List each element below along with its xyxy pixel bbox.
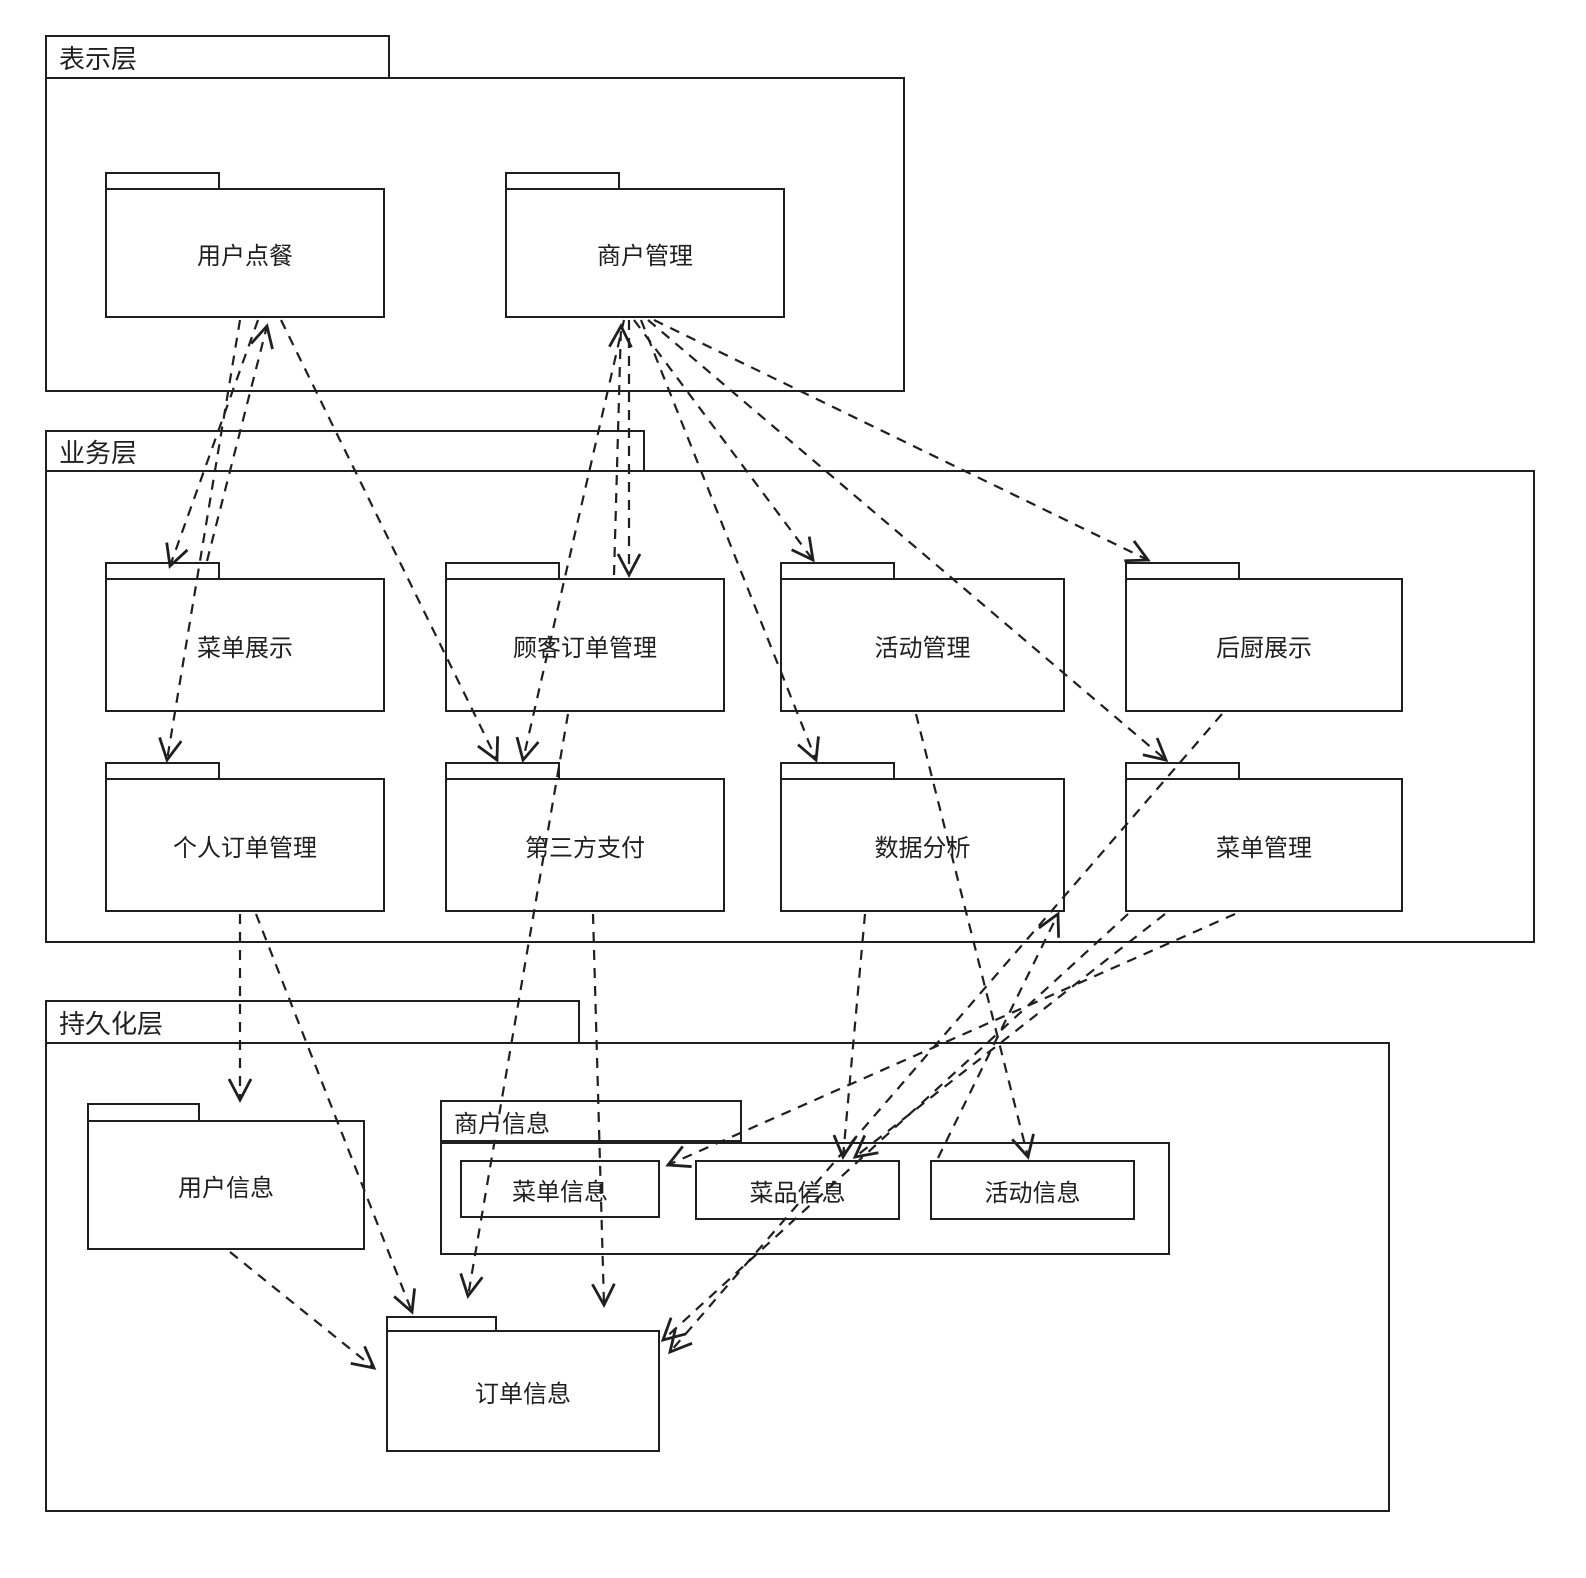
package-merchant-mgmt-label: 商户管理 <box>597 242 693 270</box>
package-menu-display: 菜单展示 <box>105 578 385 712</box>
package-kitchen-display-tab <box>1125 562 1240 578</box>
package-menu-mgmt-tab <box>1125 762 1240 778</box>
entity-dish-info-label: 菜品信息 <box>749 1179 846 1207</box>
package-personal-order-mgmt-label: 个人订单管理 <box>173 834 317 862</box>
layer-business-tab: 业务层 <box>45 430 645 472</box>
package-user-ordering-label: 用户点餐 <box>197 242 293 270</box>
package-order-info-tab <box>386 1316 497 1330</box>
package-merchant-mgmt: 商户管理 <box>505 188 785 318</box>
package-merchant-info-label: 商户信息 <box>454 1110 550 1138</box>
package-user-ordering: 用户点餐 <box>105 188 385 318</box>
package-kitchen-display: 后厨展示 <box>1125 578 1403 712</box>
package-personal-order-mgmt: 个人订单管理 <box>105 778 385 912</box>
entity-dish-info: 菜品信息 <box>695 1160 900 1220</box>
package-merchant-mgmt-tab <box>505 172 620 188</box>
package-merchant-info-tab: 商户信息 <box>440 1100 742 1142</box>
layer-presentation-label: 表示层 <box>59 43 138 74</box>
package-personal-order-mgmt-tab <box>105 762 220 778</box>
package-third-party-payment-label: 第三方支付 <box>525 834 645 862</box>
package-order-info-label: 订单信息 <box>475 1380 571 1408</box>
layer-business-label: 业务层 <box>59 437 138 468</box>
entity-activity-info-label: 活动信息 <box>984 1179 1081 1207</box>
package-activity-mgmt-tab <box>780 562 895 578</box>
package-menu-mgmt: 菜单管理 <box>1125 778 1403 912</box>
package-customer-order-mgmt-label: 顾客订单管理 <box>513 634 657 662</box>
package-third-party-payment-tab <box>445 762 560 778</box>
layer-persistence-tab: 持久化层 <box>45 1000 580 1044</box>
package-order-info: 订单信息 <box>386 1330 660 1452</box>
package-data-analysis: 数据分析 <box>780 778 1065 912</box>
package-activity-mgmt-label: 活动管理 <box>874 634 971 662</box>
package-user-info: 用户信息 <box>87 1120 365 1250</box>
entity-menu-info: 菜单信息 <box>460 1160 660 1218</box>
package-customer-order-mgmt: 顾客订单管理 <box>445 578 725 712</box>
package-menu-display-label: 菜单展示 <box>197 634 293 662</box>
package-third-party-payment: 第三方支付 <box>445 778 725 912</box>
package-data-analysis-tab <box>780 762 895 778</box>
package-user-info-label: 用户信息 <box>178 1174 274 1202</box>
layer-persistence-label: 持久化层 <box>59 1008 164 1039</box>
package-customer-order-mgmt-tab <box>445 562 560 578</box>
entity-activity-info: 活动信息 <box>930 1160 1135 1220</box>
package-activity-mgmt: 活动管理 <box>780 578 1065 712</box>
entity-menu-info-label: 菜单信息 <box>512 1178 608 1206</box>
package-menu-mgmt-label: 菜单管理 <box>1216 834 1312 862</box>
package-kitchen-display-label: 后厨展示 <box>1216 634 1312 662</box>
package-user-info-tab <box>87 1103 200 1120</box>
package-user-ordering-tab <box>105 172 220 188</box>
package-data-analysis-label: 数据分析 <box>874 834 971 862</box>
package-menu-display-tab <box>105 562 220 578</box>
layer-presentation-tab: 表示层 <box>45 35 390 79</box>
